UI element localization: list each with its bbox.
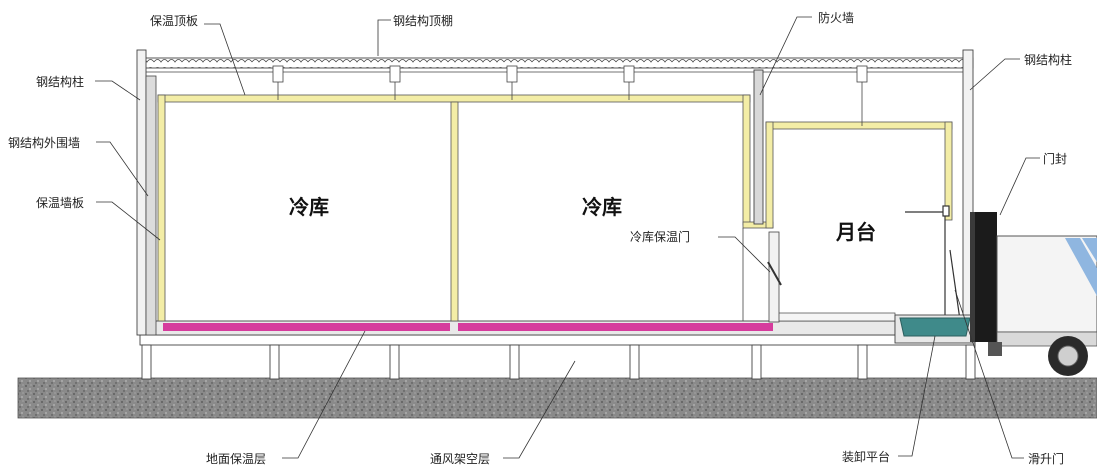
platform-label: 月台 <box>835 220 876 244</box>
fire-wall-label: 防火墙 <box>818 10 854 25</box>
cold-room-2-label: 冷库 <box>582 195 622 219</box>
steel-outer-wall-label: 钢结构外围墙 <box>8 135 80 150</box>
steel-roof <box>142 57 974 69</box>
left-steel-column <box>136 49 147 336</box>
steel-column-left-label: 钢结构柱 <box>36 74 84 89</box>
ventilation-piers <box>139 334 976 380</box>
ventilation-layer-label: 通风架空层 <box>430 452 490 466</box>
steel-outer-wall <box>145 75 157 336</box>
steel-roof-label: 钢结构顶棚 <box>393 13 453 28</box>
cold-door-label: 冷库保温门 <box>630 229 690 244</box>
dock-leveler <box>894 314 976 344</box>
roof-panel-label: 保温顶板 <box>150 14 198 28</box>
wall-panel-label: 保温墙板 <box>36 196 84 210</box>
ground-gravel <box>17 377 1097 419</box>
truck <box>988 235 1097 376</box>
cold-room-1-label: 冷库 <box>289 195 329 219</box>
steel-column-right-label: 钢结构柱 <box>1024 52 1072 67</box>
dock-leveler-label: 装卸平台 <box>842 449 890 464</box>
door-seal <box>975 212 997 342</box>
door-seal-label: 门封 <box>1043 151 1067 166</box>
floor-insulation-layer <box>163 323 450 331</box>
cold-room-door <box>767 231 782 323</box>
insulation-panels <box>157 94 953 322</box>
leader-lines <box>95 16 1040 459</box>
sliding-door-label: 滑升门 <box>1028 451 1064 466</box>
platform-floor <box>772 312 896 322</box>
floor-insulation-label: 地面保温层 <box>206 452 266 466</box>
ceiling-lights <box>272 65 868 126</box>
fire-wall <box>753 69 764 225</box>
sliding-door <box>905 205 961 321</box>
